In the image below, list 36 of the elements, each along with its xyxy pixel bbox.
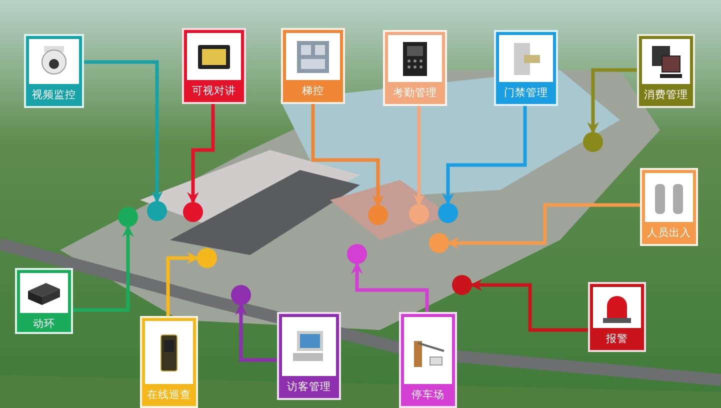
- connector-arrow: [587, 68, 637, 134]
- card-label: 报警: [605, 332, 629, 347]
- connector-arrow: [442, 106, 527, 205]
- connector-arrow: [84, 60, 163, 203]
- card-label: 停车场: [410, 388, 446, 403]
- connector-arrow: [447, 203, 640, 249]
- subsystem-card: [277, 312, 341, 400]
- subsystem-card: [588, 282, 646, 352]
- connector-arrow: [235, 303, 277, 362]
- connector-arrow: [166, 252, 199, 316]
- connector-arrow: [351, 262, 429, 312]
- subsystem-card: [637, 34, 695, 108]
- connector-arrow: [311, 104, 384, 207]
- subsystem-card: [494, 30, 558, 106]
- card-label: 可视对讲: [191, 84, 237, 99]
- card-label: 动环: [32, 317, 56, 332]
- subsystem-card: [182, 28, 246, 104]
- connector-arrow: [413, 106, 425, 206]
- card-label: 人员出入: [646, 226, 692, 241]
- card-label: 在线巡查: [146, 388, 192, 403]
- card-label: 梯控: [301, 84, 325, 99]
- card-label: 门禁管理: [503, 86, 549, 101]
- card-label: 访客管理: [286, 380, 332, 395]
- card-label: 考勤管理: [392, 86, 438, 101]
- subsystem-card: [383, 30, 447, 106]
- subsystem-card: [640, 168, 698, 246]
- card-label: 视频监控: [31, 88, 77, 103]
- connector-arrow: [187, 104, 215, 204]
- subsystem-card: [24, 34, 84, 108]
- connector-arrow: [470, 279, 588, 332]
- subsystem-card: [140, 316, 198, 408]
- card-label: 消费管理: [643, 88, 689, 103]
- subsystem-card: [399, 312, 457, 408]
- subsystem-card: [15, 268, 73, 334]
- subsystem-card: [281, 28, 345, 104]
- connector-arrow: [73, 225, 134, 312]
